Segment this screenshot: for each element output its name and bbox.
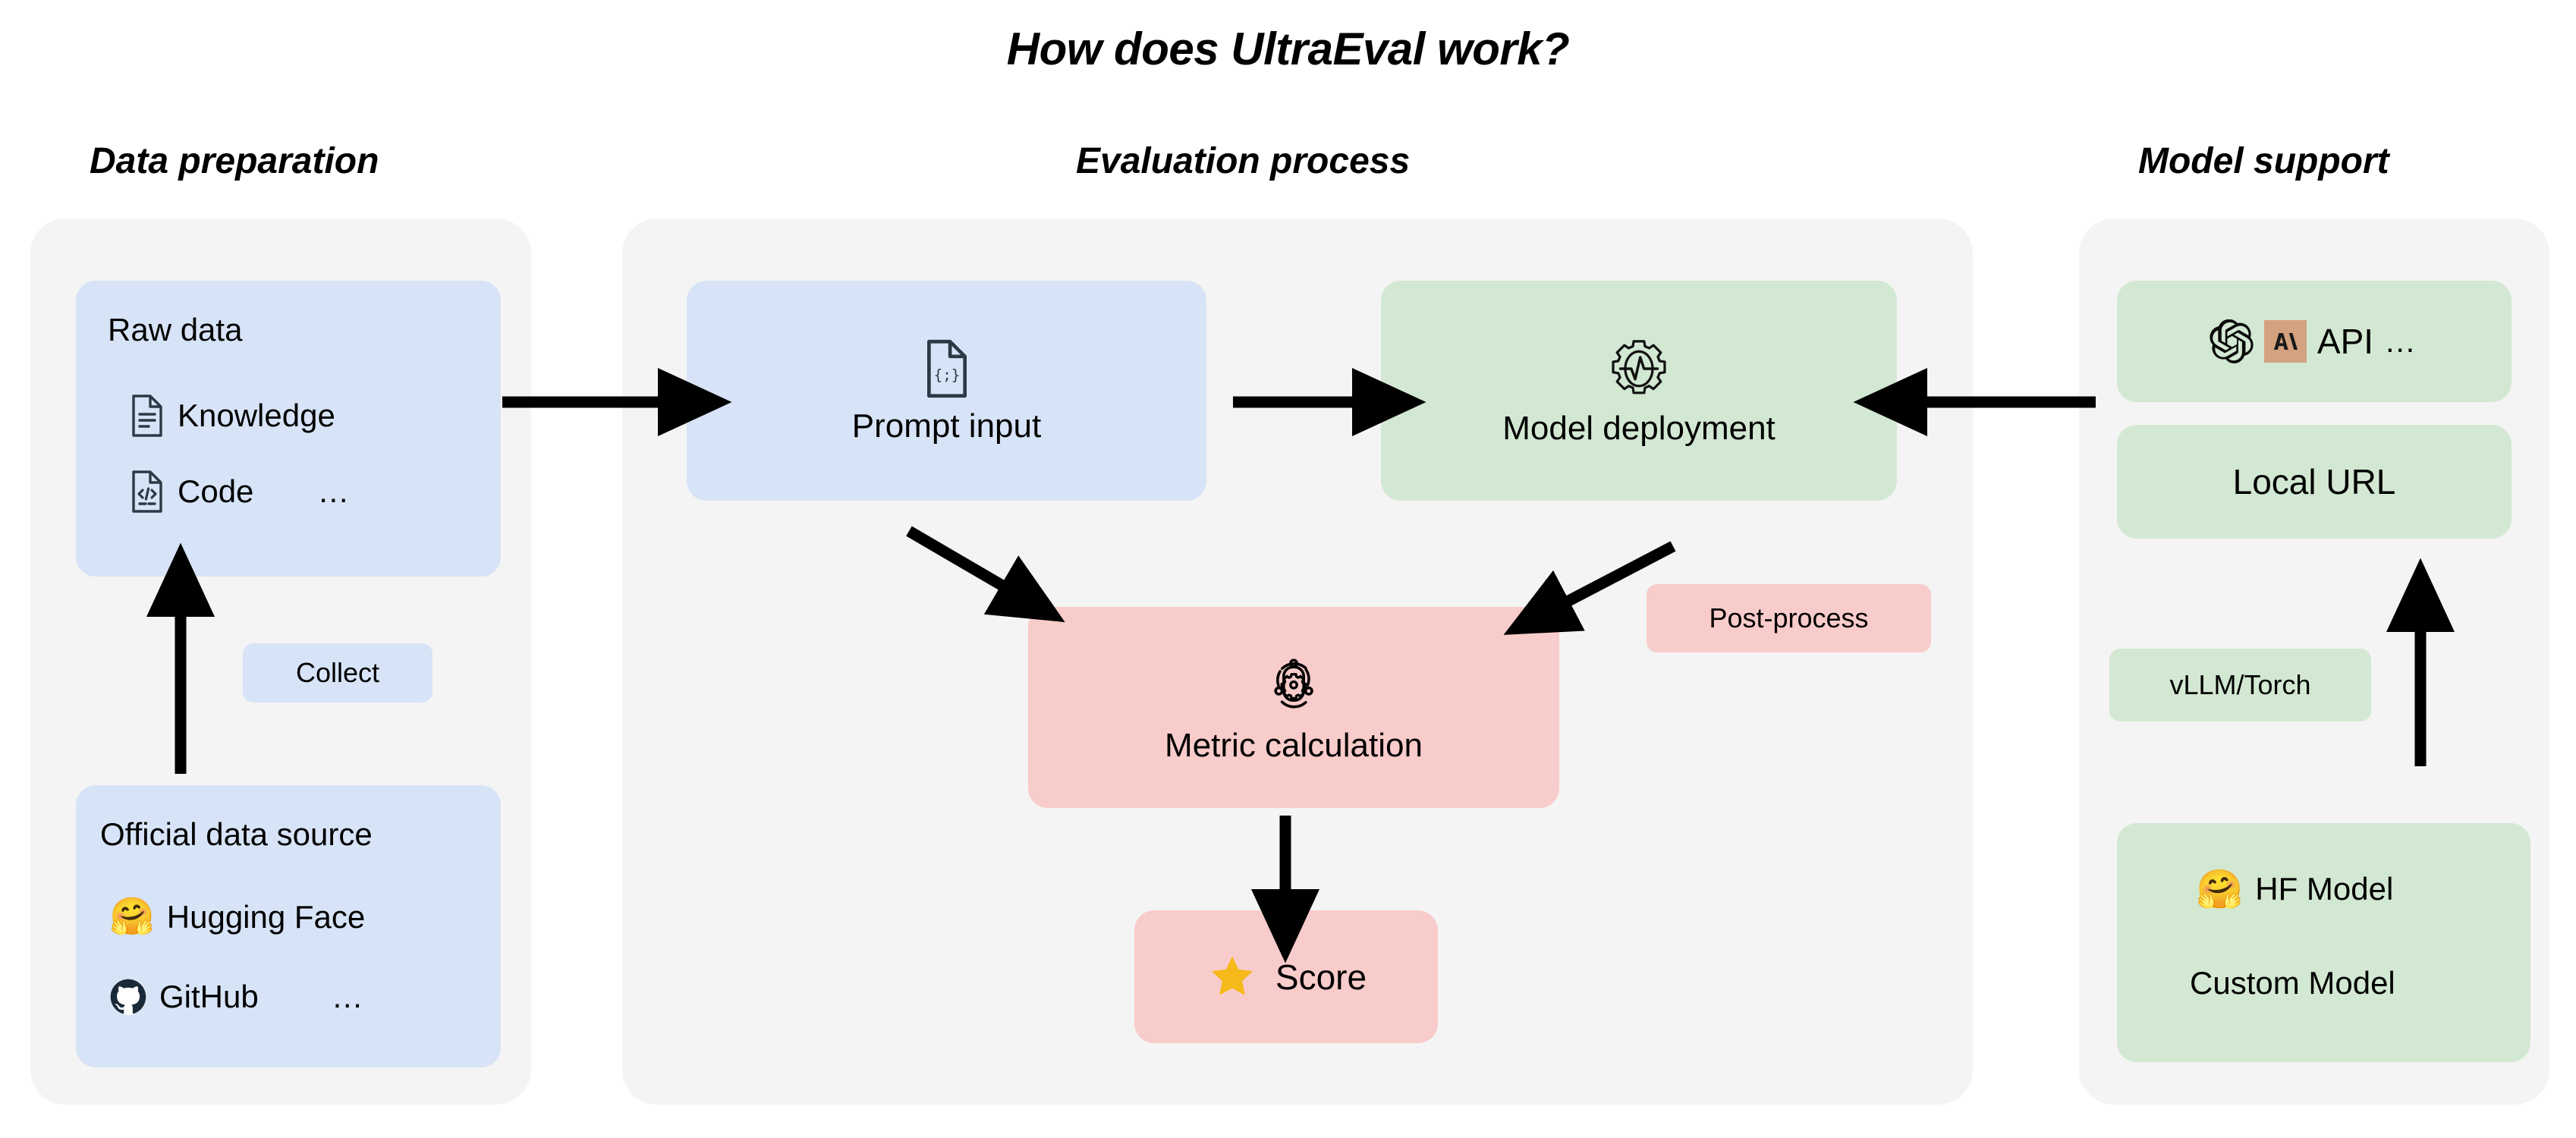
official-source-item-label: Hugging Face <box>166 899 366 935</box>
raw-data-item-code[interactable]: Code … <box>129 470 352 513</box>
custom-model-row[interactable]: Custom Model <box>2190 967 2395 999</box>
custom-model-label: Custom Model <box>2190 965 2395 1001</box>
official-source-item-github[interactable]: GitHub … <box>109 978 366 1016</box>
raw-data-ellipsis: … <box>317 473 353 509</box>
api-card[interactable]: API … <box>2117 281 2512 402</box>
star-icon <box>1206 951 1259 1003</box>
section-title-evaluation-process: Evaluation process <box>1076 141 1411 181</box>
official-source-item-label: GitHub <box>159 979 259 1014</box>
raw-data-item-knowledge[interactable]: Knowledge <box>129 395 335 437</box>
official-source-item-huggingface[interactable]: 🤗 Hugging Face <box>109 899 365 935</box>
json-document-icon: {;} <box>922 338 972 399</box>
section-title-model-support: Model support <box>2138 141 2389 181</box>
raw-data-item-label: Code <box>178 473 254 509</box>
openai-icon <box>2210 319 2254 363</box>
page-title: How does UltraEval work? <box>1006 24 1570 74</box>
section-title-data-preparation: Data preparation <box>90 141 379 181</box>
gear-pulse-icon <box>1606 336 1672 401</box>
local-url-label: Local URL <box>2232 462 2396 501</box>
hugging-face-icon: 🤗 <box>2196 868 2244 910</box>
official-source-ellipsis: … <box>331 979 366 1014</box>
github-icon <box>109 978 147 1016</box>
svg-text:{;}: {;} <box>933 366 960 384</box>
metric-calculation-card[interactable]: Metric calculation <box>1028 607 1559 808</box>
anthropic-icon <box>2263 320 2307 363</box>
orbit-gear-icon <box>1263 653 1324 718</box>
collect-chip-label: Collect <box>295 657 380 688</box>
document-text-icon <box>129 395 165 437</box>
score-label: Score <box>1275 957 1367 997</box>
score-card[interactable]: Score <box>1134 910 1438 1043</box>
prompt-input-card[interactable]: {;} Prompt input <box>687 281 1206 501</box>
document-code-icon <box>129 470 165 513</box>
hf-model-label: HF Model <box>2255 871 2394 907</box>
api-label: API <box>2317 322 2374 361</box>
models-card[interactable]: 🤗 HF Model Custom Model <box>2117 823 2530 1062</box>
metric-calculation-label: Metric calculation <box>1165 726 1423 764</box>
raw-data-title: Raw data <box>108 312 243 347</box>
local-url-card[interactable]: Local URL <box>2117 425 2512 539</box>
post-process-chip-label: Post-process <box>1709 602 1869 633</box>
collect-chip[interactable]: Collect <box>243 643 432 703</box>
prompt-input-label: Prompt input <box>851 407 1042 445</box>
raw-data-card[interactable]: Raw data Knowledge Code <box>76 281 501 577</box>
api-ellipsis: … <box>2384 323 2420 359</box>
hugging-face-icon: 🤗 <box>109 897 155 937</box>
hf-model-row[interactable]: 🤗 HF Model <box>2196 870 2393 908</box>
official-data-source-title: Official data source <box>100 816 373 852</box>
model-deployment-card[interactable]: Model deployment <box>1381 281 1897 501</box>
model-deployment-label: Model deployment <box>1502 410 1776 447</box>
raw-data-item-label: Knowledge <box>178 398 335 433</box>
vllm-torch-chip[interactable]: vLLM/Torch <box>2109 649 2371 721</box>
post-process-chip[interactable]: Post-process <box>1647 584 1931 652</box>
vllm-torch-chip-label: vLLM/Torch <box>2169 669 2311 700</box>
official-data-source-card[interactable]: Official data source 🤗 Hugging Face GitH… <box>76 785 501 1067</box>
